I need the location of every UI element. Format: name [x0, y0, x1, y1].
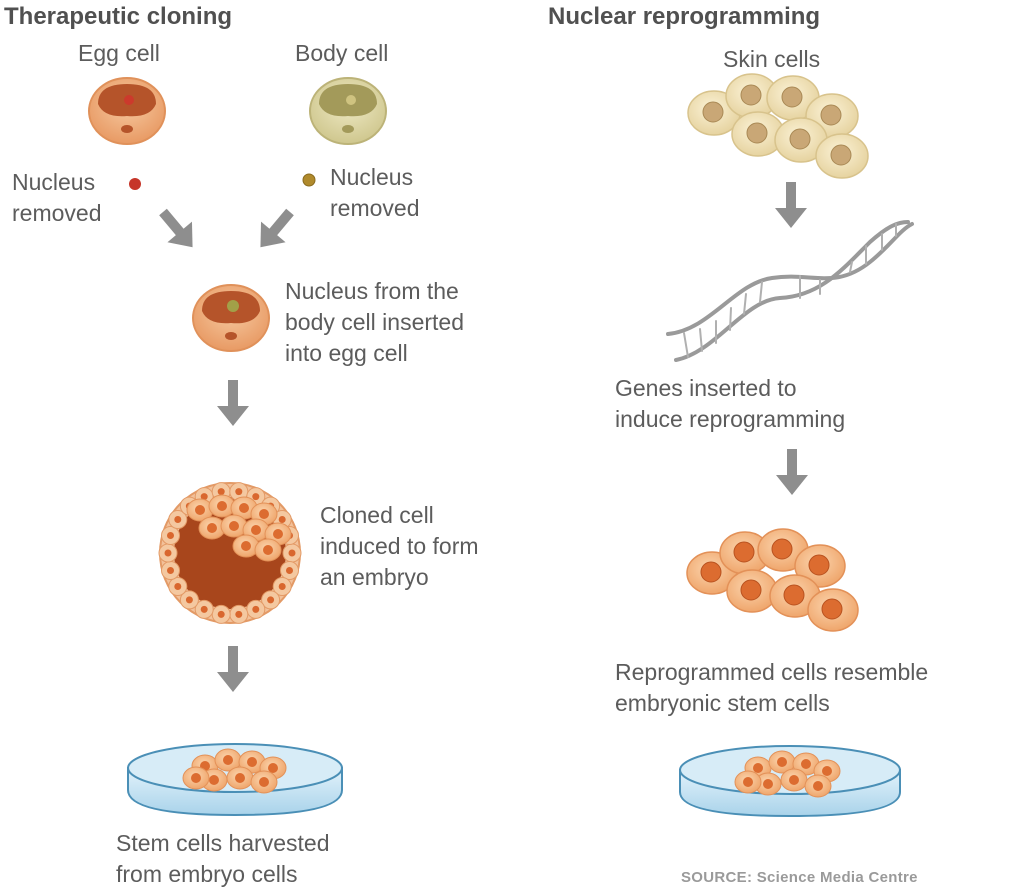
body-cell-label: Body cell — [295, 40, 389, 66]
trophoblast-cell — [179, 590, 199, 610]
petri-dish-left — [127, 743, 343, 817]
skin-cells-cluster — [687, 73, 869, 179]
trophoblast-cell — [168, 510, 188, 529]
arrow-to-embryo — [217, 380, 249, 426]
trophoblast-cell — [168, 577, 188, 596]
nucleus-inserted-label: Nucleus from the body cell inserted into… — [285, 278, 464, 366]
trophoblast-cell — [280, 561, 299, 580]
dna-helix — [666, 220, 914, 362]
trophoblast-cell — [161, 526, 180, 545]
reprogrammed-cells-cluster — [686, 528, 859, 632]
nucleus-removed-egg-label: Nucleus removed — [12, 169, 102, 226]
arrow-to-dna — [775, 182, 807, 228]
arrow-egg-to-merged — [150, 201, 205, 258]
removed-body-nucleus — [302, 173, 316, 187]
trophoblast-cell — [282, 543, 302, 563]
reprogrammed-cells-label: Reprogrammed cells resemble embryonic st… — [615, 659, 929, 716]
egg-cell-label: Egg cell — [78, 40, 160, 66]
nucleus-removed-body-label: Nucleus removed — [330, 164, 420, 221]
cloned-cell-label: Cloned cell induced to form an embryo — [320, 502, 479, 590]
trophoblast-cell — [229, 604, 249, 624]
therapeutic-cloning-title: Therapeutic cloning — [4, 3, 233, 30]
stem-cells-harvested-label: Stem cells harvested from embryo cells — [116, 830, 330, 887]
removed-egg-nucleus — [129, 178, 141, 190]
blastocyst-embryo — [158, 482, 302, 624]
reconstructed-egg-cell — [192, 284, 270, 352]
trophoblast-cell — [158, 543, 178, 563]
arrow-to-dish — [217, 646, 249, 692]
trophoblast-cell — [261, 590, 281, 610]
trophoblast-cell — [194, 599, 214, 619]
petri-dish-right — [679, 745, 901, 818]
skin-cells-label: Skin cells — [723, 46, 821, 72]
arrow-to-reprogrammed-cells — [776, 449, 808, 495]
genes-inserted-label: Genes inserted to induce reprogramming — [615, 375, 846, 432]
trophoblast-cell — [246, 599, 266, 619]
egg-cell — [88, 77, 166, 145]
body-cell — [309, 77, 387, 145]
trophoblast-cell — [161, 561, 180, 580]
source-credit: SOURCE: Science Media Centre — [681, 869, 918, 886]
nuclear-reprogramming-title: Nuclear reprogramming — [548, 3, 821, 30]
trophoblast-cell — [272, 577, 292, 596]
arrow-body-to-merged — [248, 201, 303, 258]
trophoblast-cell — [211, 604, 231, 624]
